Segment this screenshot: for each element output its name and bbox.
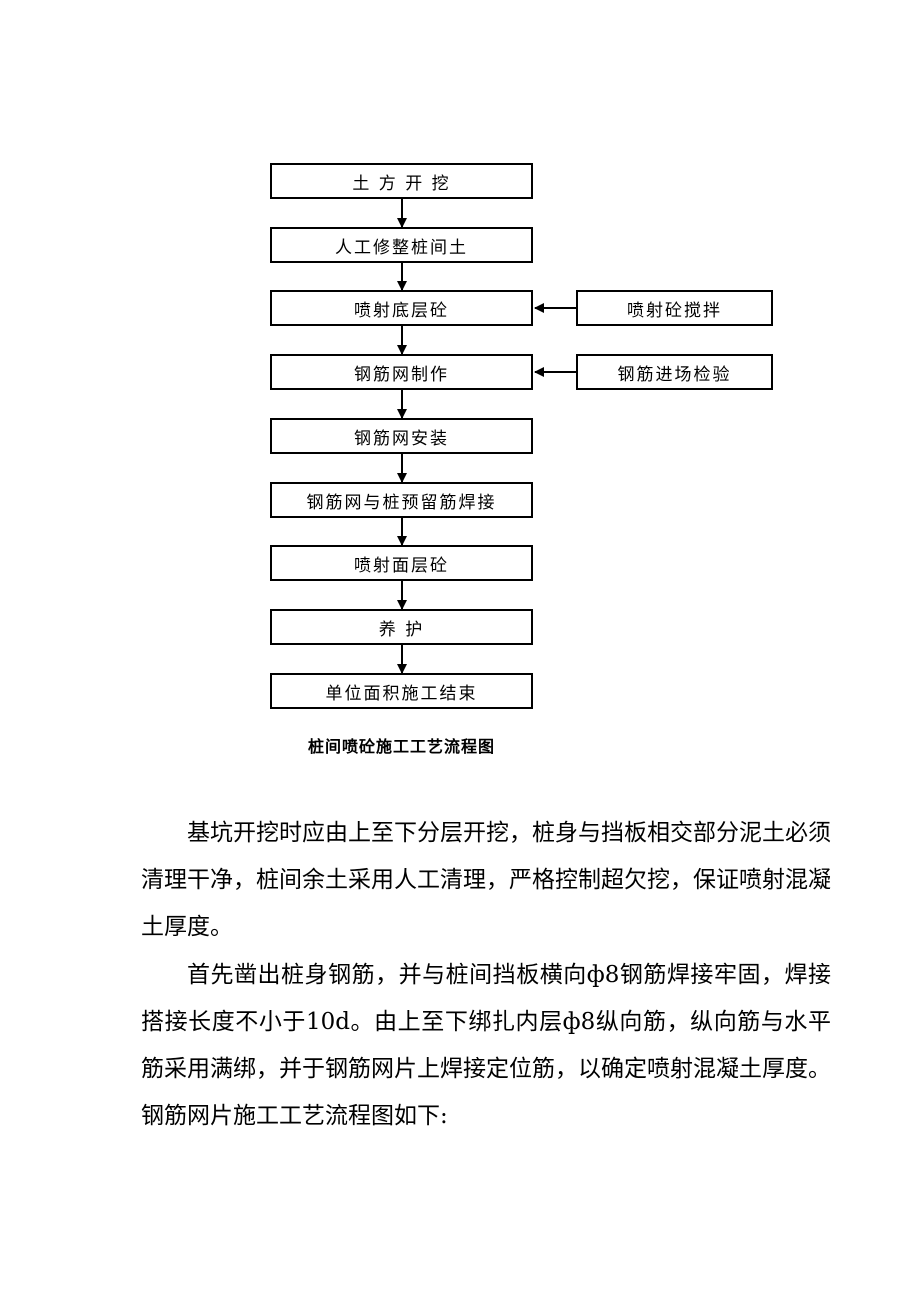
flow-step-mesh-fabrication: 钢筋网制作	[270, 354, 533, 390]
flow-step-mesh-installation: 钢筋网安装	[270, 418, 533, 454]
flow-step-manual-trim: 人工修整桩间土	[270, 227, 533, 263]
flowchart-connectors	[397, 199, 576, 674]
flow-step-mesh-welding: 钢筋网与桩预留筋焊接	[270, 482, 533, 518]
body-paragraph-1: 基坑开挖时应由上至下分层开挖，桩身与挡板相交部分泥土必须清理干净，桩间余土采用人…	[141, 820, 831, 940]
body-paragraph-2: 首先凿出桩身钢筋，并与桩间挡板横向ф8钢筋焊接牢固，焊接搭接长度不小于10d。由…	[141, 962, 831, 1129]
flow-step-excavation: 土 方 开 挖	[270, 163, 533, 199]
flow-step-unit-complete: 单位面积施工结束	[270, 673, 533, 709]
flow-step-base-shotcrete: 喷射底层砼	[270, 290, 533, 326]
flow-side-shotcrete-mixing: 喷射砼搅拌	[576, 290, 773, 326]
flow-side-rebar-inspection: 钢筋进场检验	[576, 354, 773, 390]
flow-step-curing: 养 护	[270, 609, 533, 645]
flowchart-caption: 桩间喷砼施工工艺流程图	[307, 737, 495, 756]
flow-step-surface-shotcrete: 喷射面层砼	[270, 545, 533, 581]
